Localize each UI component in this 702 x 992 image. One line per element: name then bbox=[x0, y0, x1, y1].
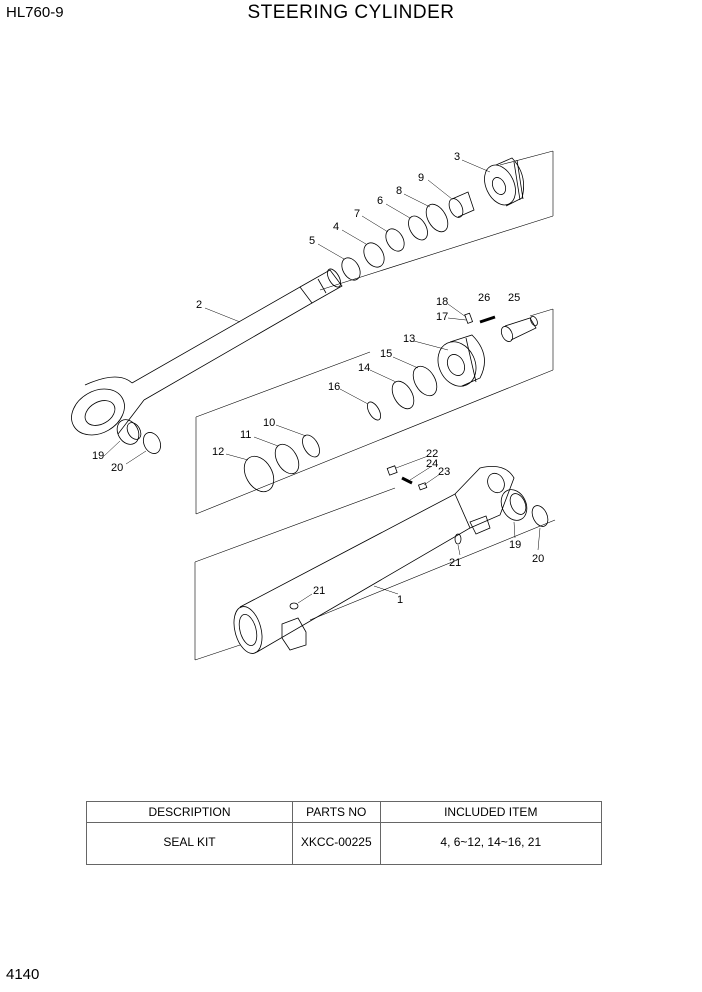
tube-group-frame bbox=[194, 487, 556, 661]
callout-20-left: 20 bbox=[111, 462, 123, 474]
pin-26 bbox=[479, 315, 496, 324]
callout-1: 1 bbox=[397, 594, 403, 606]
ring-6 bbox=[408, 215, 428, 241]
callout-3: 3 bbox=[454, 151, 460, 163]
callout-23: 23 bbox=[438, 466, 450, 478]
table-header-row: DESCRIPTION PARTS NO INCLUDED ITEM bbox=[86, 801, 603, 823]
piston-group-frame bbox=[195, 308, 554, 515]
callout-13: 13 bbox=[403, 333, 415, 345]
table-row: SEAL KIT XKCC-00225 4, 6~12, 14~16, 21 bbox=[86, 822, 603, 865]
callout-15: 15 bbox=[380, 348, 392, 360]
callout-26: 26 bbox=[478, 292, 490, 304]
callout-17: 17 bbox=[436, 311, 448, 323]
callout-18: 18 bbox=[436, 296, 448, 308]
callout-8: 8 bbox=[396, 185, 402, 197]
callout-20-right: 20 bbox=[532, 553, 544, 565]
header-description: DESCRIPTION bbox=[86, 801, 293, 823]
grease-fittings bbox=[386, 465, 428, 491]
callout-6: 6 bbox=[377, 195, 383, 207]
callout-24: 24 bbox=[426, 458, 438, 470]
callout-numbers: 3 9 8 6 7 4 5 2 18 26 25 17 13 15 14 16 … bbox=[92, 151, 544, 606]
callout-12: 12 bbox=[212, 446, 224, 458]
page-number: 4140 bbox=[6, 966, 40, 983]
piston bbox=[437, 334, 485, 387]
rod-group-frame bbox=[319, 150, 554, 291]
ring-5 bbox=[341, 257, 361, 281]
callout-22: 22 bbox=[426, 448, 438, 460]
callout-19-right: 19 bbox=[509, 539, 521, 551]
ring-16 bbox=[366, 401, 382, 421]
bushing-9 bbox=[448, 191, 475, 218]
callout-25: 25 bbox=[508, 292, 520, 304]
pin-25 bbox=[500, 315, 538, 342]
ring-14 bbox=[391, 380, 415, 410]
callout-10: 10 bbox=[263, 417, 275, 429]
ring-4 bbox=[363, 242, 385, 268]
o-ring-21-side bbox=[454, 533, 462, 545]
cell-description: SEAL KIT bbox=[86, 822, 293, 865]
leader-lines bbox=[103, 159, 541, 604]
callout-5: 5 bbox=[309, 235, 315, 247]
callout-7: 7 bbox=[354, 208, 360, 220]
ring-10 bbox=[302, 434, 320, 458]
page-title: STEERING CYLINDER bbox=[247, 2, 455, 23]
cylinder-tube bbox=[233, 465, 528, 654]
cell-included-item: 4, 6~12, 14~16, 21 bbox=[379, 822, 603, 865]
o-ring-21-top bbox=[289, 602, 299, 610]
ring-15 bbox=[412, 365, 438, 397]
callout-2: 2 bbox=[196, 299, 202, 311]
callout-21-top: 21 bbox=[313, 585, 325, 597]
set-screw-17 bbox=[464, 312, 474, 324]
cell-parts-no: XKCC-00225 bbox=[292, 822, 381, 865]
callout-11: 11 bbox=[240, 429, 251, 441]
snap-ring-20-left bbox=[142, 432, 162, 454]
callout-4: 4 bbox=[333, 221, 339, 233]
ring-7 bbox=[385, 228, 405, 252]
callout-16: 16 bbox=[328, 381, 340, 393]
piston-rod bbox=[71, 268, 343, 445]
ring-8 bbox=[425, 203, 449, 233]
rod-cover bbox=[484, 157, 525, 207]
snap-ring-20-right bbox=[531, 505, 549, 527]
header-parts-no: PARTS NO bbox=[292, 801, 381, 823]
seal-kit-table: DESCRIPTION PARTS NO INCLUDED ITEM SEAL … bbox=[86, 801, 603, 865]
ring-12 bbox=[243, 455, 275, 493]
header-included-item: INCLUDED ITEM bbox=[379, 801, 603, 823]
callout-9: 9 bbox=[418, 172, 424, 184]
callout-19-left: 19 bbox=[92, 450, 104, 462]
model-number: HL760-9 bbox=[6, 4, 64, 21]
callout-14: 14 bbox=[358, 362, 370, 374]
ring-11 bbox=[274, 443, 300, 475]
callout-21-right: 21 bbox=[449, 557, 461, 569]
